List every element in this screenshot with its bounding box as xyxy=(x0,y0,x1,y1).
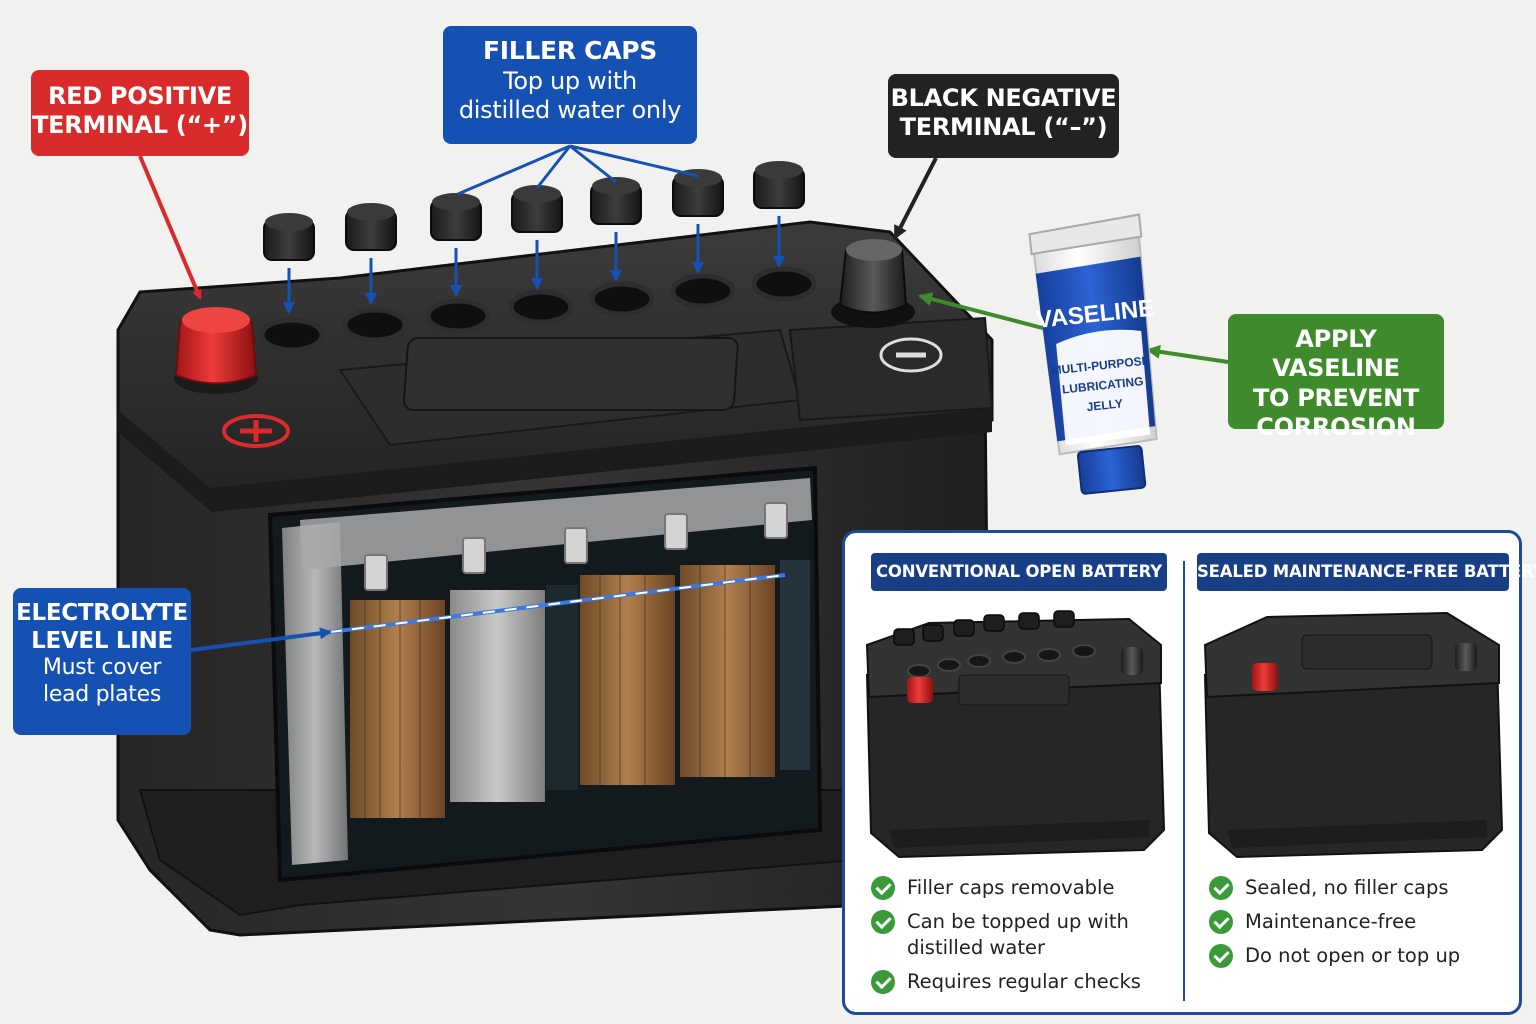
positive-terminal xyxy=(174,307,290,448)
positive-callout-line-1: RED POSITIVE xyxy=(47,82,233,110)
negative-arrow xyxy=(893,157,938,240)
filler-callout-leaders xyxy=(457,144,699,196)
feature-item: Filler caps removable xyxy=(871,875,1171,901)
feature-text: Requires regular checks xyxy=(907,970,1141,993)
check-icon xyxy=(871,876,895,900)
lid-front-edge xyxy=(118,408,992,512)
negative-callout-line-1: BLACK NEGATIVE xyxy=(890,84,1117,112)
minus-symbol-icon xyxy=(879,337,943,373)
cap-drop-arrows xyxy=(283,216,785,314)
vaseline-callout-line-1: APPLY VASELINE xyxy=(1272,325,1400,383)
negative-terminal xyxy=(831,239,943,373)
negative-callout-line-2: TERMINAL (“–”) xyxy=(899,113,1108,142)
check-icon xyxy=(1209,944,1233,968)
lid-handle-plate xyxy=(403,337,739,411)
check-icon xyxy=(1209,876,1233,900)
feature-text: Can be topped up with distilled water xyxy=(907,910,1129,959)
electrolyte-callout: ELECTROLYTE LEVEL LINE Must cover lead p… xyxy=(13,588,191,735)
electrolyte-callout-line-1: ELECTROLYTE xyxy=(16,600,188,626)
vaseline-tube: VASELINE MULTI-PURPOSE LUBRICATING JELLY xyxy=(1028,213,1158,495)
vaseline-arrow-terminal xyxy=(918,292,1051,332)
filler-cap xyxy=(511,185,563,233)
filler-cap xyxy=(590,177,642,225)
vaseline-callout: APPLY VASELINE TO PREVENT CORROSION xyxy=(1228,314,1444,441)
electrolyte-callout-sub-2: lead plates xyxy=(43,681,161,707)
check-icon xyxy=(871,910,895,934)
feature-item: Sealed, no filler caps xyxy=(1209,875,1509,901)
filler-cap xyxy=(753,161,805,209)
filler-cap xyxy=(430,193,482,241)
positive-callout-line-2: TERMINAL (“+”) xyxy=(32,111,248,140)
feature-text: Maintenance-free xyxy=(1245,910,1417,933)
feature-item: Do not open or top up xyxy=(1209,943,1509,969)
filler-callout-title: FILLER CAPS xyxy=(483,36,657,65)
open-battery-features: Filler caps removable Can be topped up w… xyxy=(871,875,1171,1003)
vaseline-callout-line-2: TO PREVENT xyxy=(1252,383,1420,412)
filler-caps xyxy=(263,161,805,261)
feature-item: Requires regular checks xyxy=(871,969,1171,995)
positive-terminal-callout: RED POSITIVE TERMINAL (“+”) xyxy=(31,70,249,156)
plus-symbol-icon xyxy=(222,414,290,448)
tube-line-3: JELLY xyxy=(1086,396,1124,414)
cutaway-window xyxy=(267,465,823,883)
panel-divider xyxy=(1183,561,1185,1001)
lid-right-panel xyxy=(788,316,994,422)
sealed-battery-features: Sealed, no filler caps Maintenance-free … xyxy=(1209,875,1509,977)
electrolyte-callout-line-2: LEVEL LINE xyxy=(31,628,173,655)
filler-callout-sub-1: Top up with xyxy=(503,66,637,95)
sealed-battery-illustration xyxy=(1203,611,1504,859)
filler-cap xyxy=(672,169,724,217)
filler-callout-sub-2: distilled water only xyxy=(458,95,682,124)
electrolyte-arrow xyxy=(190,627,332,652)
check-icon xyxy=(871,970,895,994)
vaseline-callout-line-3: CORROSION xyxy=(1256,412,1416,441)
filler-holes xyxy=(259,266,817,353)
feature-text: Sealed, no filler caps xyxy=(1245,876,1449,899)
negative-terminal-callout: BLACK NEGATIVE TERMINAL (“–”) xyxy=(888,74,1119,158)
check-icon xyxy=(1209,910,1233,934)
filler-cap xyxy=(263,213,315,261)
filler-caps-callout: FILLER CAPS Top up with distilled water … xyxy=(443,26,697,144)
filler-cap xyxy=(345,203,397,251)
feature-text: Do not open or top up xyxy=(1245,944,1461,967)
positive-arrow xyxy=(138,155,202,300)
feature-text: Filler caps removable xyxy=(907,876,1115,899)
vaseline-arrow-tube xyxy=(1146,344,1229,364)
sealed-battery-title: SEALED MAINTENANCE-FREE BATTERY xyxy=(1197,553,1536,591)
open-battery-title: CONVENTIONAL OPEN BATTERY xyxy=(871,553,1167,591)
feature-item: Maintenance-free xyxy=(1209,909,1509,935)
feature-item: Can be topped up with distilled water xyxy=(871,909,1171,961)
electrolyte-callout-sub-1: Must cover xyxy=(42,655,162,681)
open-battery-illustration xyxy=(865,610,1166,859)
battery-comparison-panel: CONVENTIONAL OPEN BATTERY SEALED MAINTEN… xyxy=(842,530,1536,1015)
